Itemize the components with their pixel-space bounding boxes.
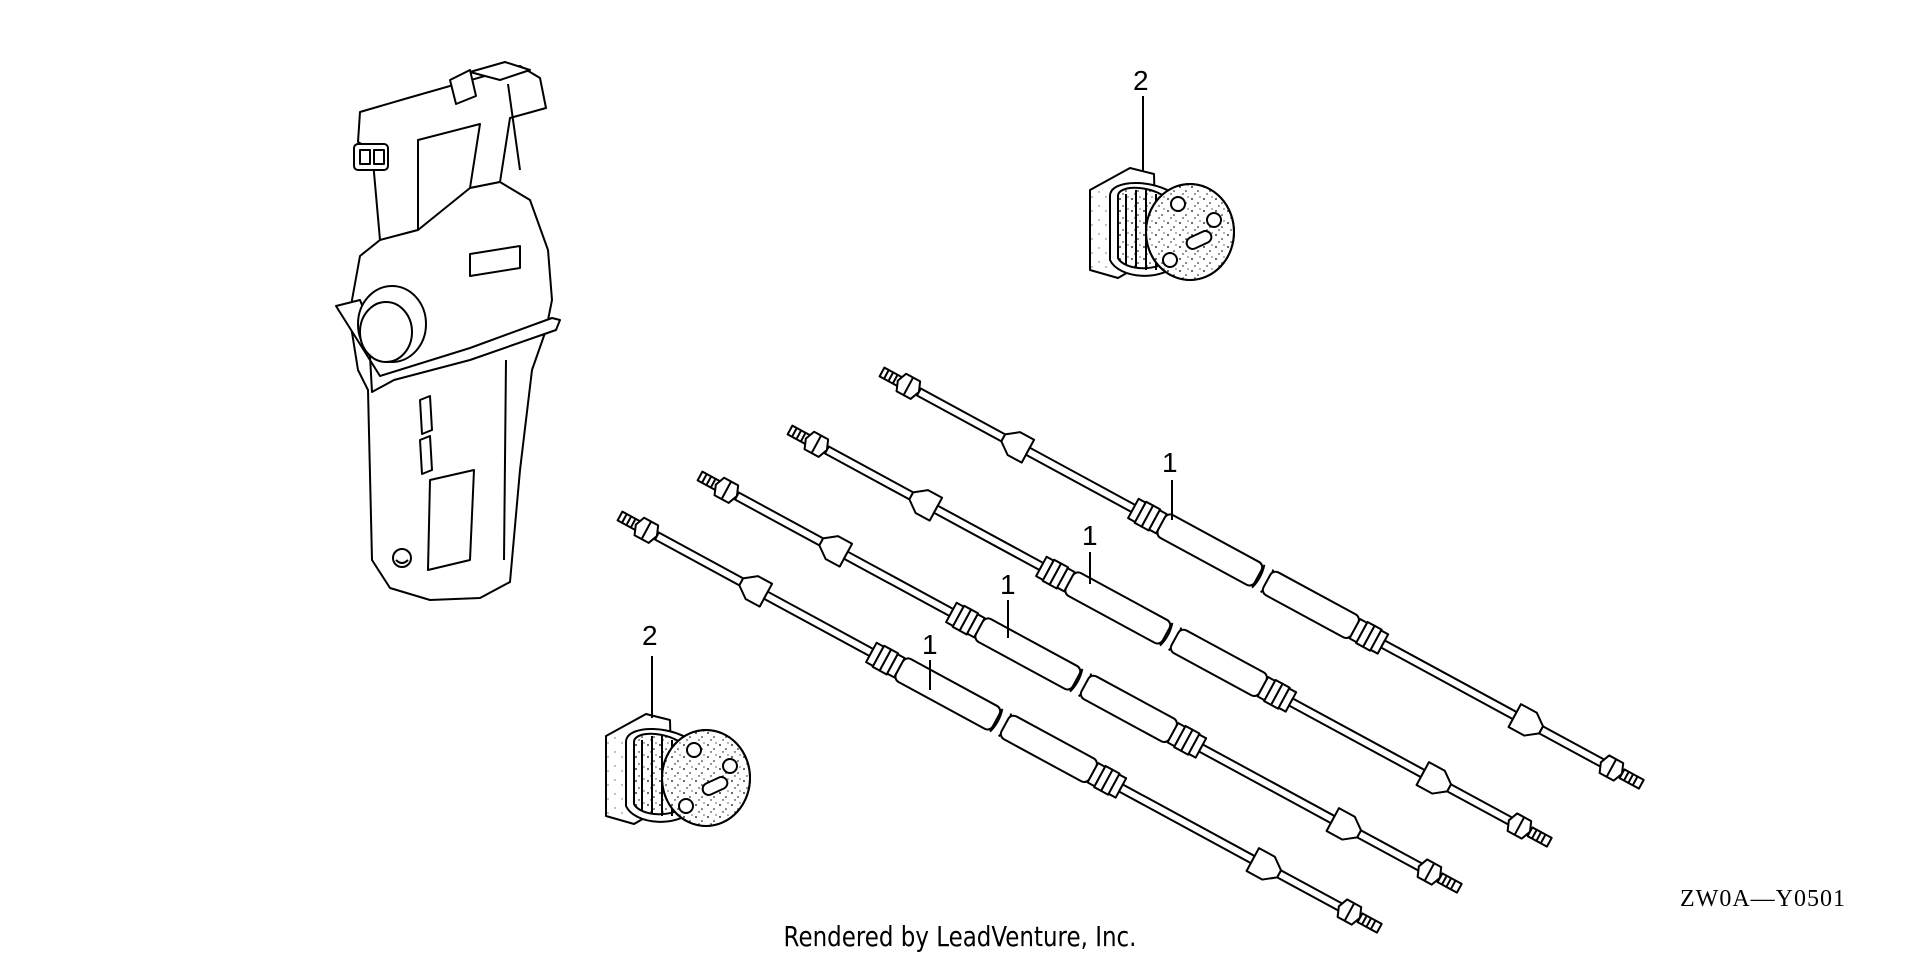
diagram-code: ZW0A—Y0501 <box>1680 886 1846 912</box>
grommet-top <box>1089 167 1235 281</box>
callout-cable-1: 1 <box>1162 447 1178 478</box>
grommet-bottom <box>605 713 751 827</box>
callout-cable-3: 1 <box>1000 569 1016 600</box>
credit-text: Rendered by LeadVenture, Inc. <box>783 920 1137 953</box>
callout-grommet-bottom: 2 <box>642 620 658 651</box>
callout-grommet-top: 2 <box>1133 65 1149 96</box>
callout-cable-2: 1 <box>1082 520 1098 551</box>
callout-cable-4: 1 <box>922 629 938 660</box>
remote-control-box <box>335 61 561 601</box>
control-cable-2 <box>782 417 1557 855</box>
control-cable-3 <box>692 463 1467 901</box>
